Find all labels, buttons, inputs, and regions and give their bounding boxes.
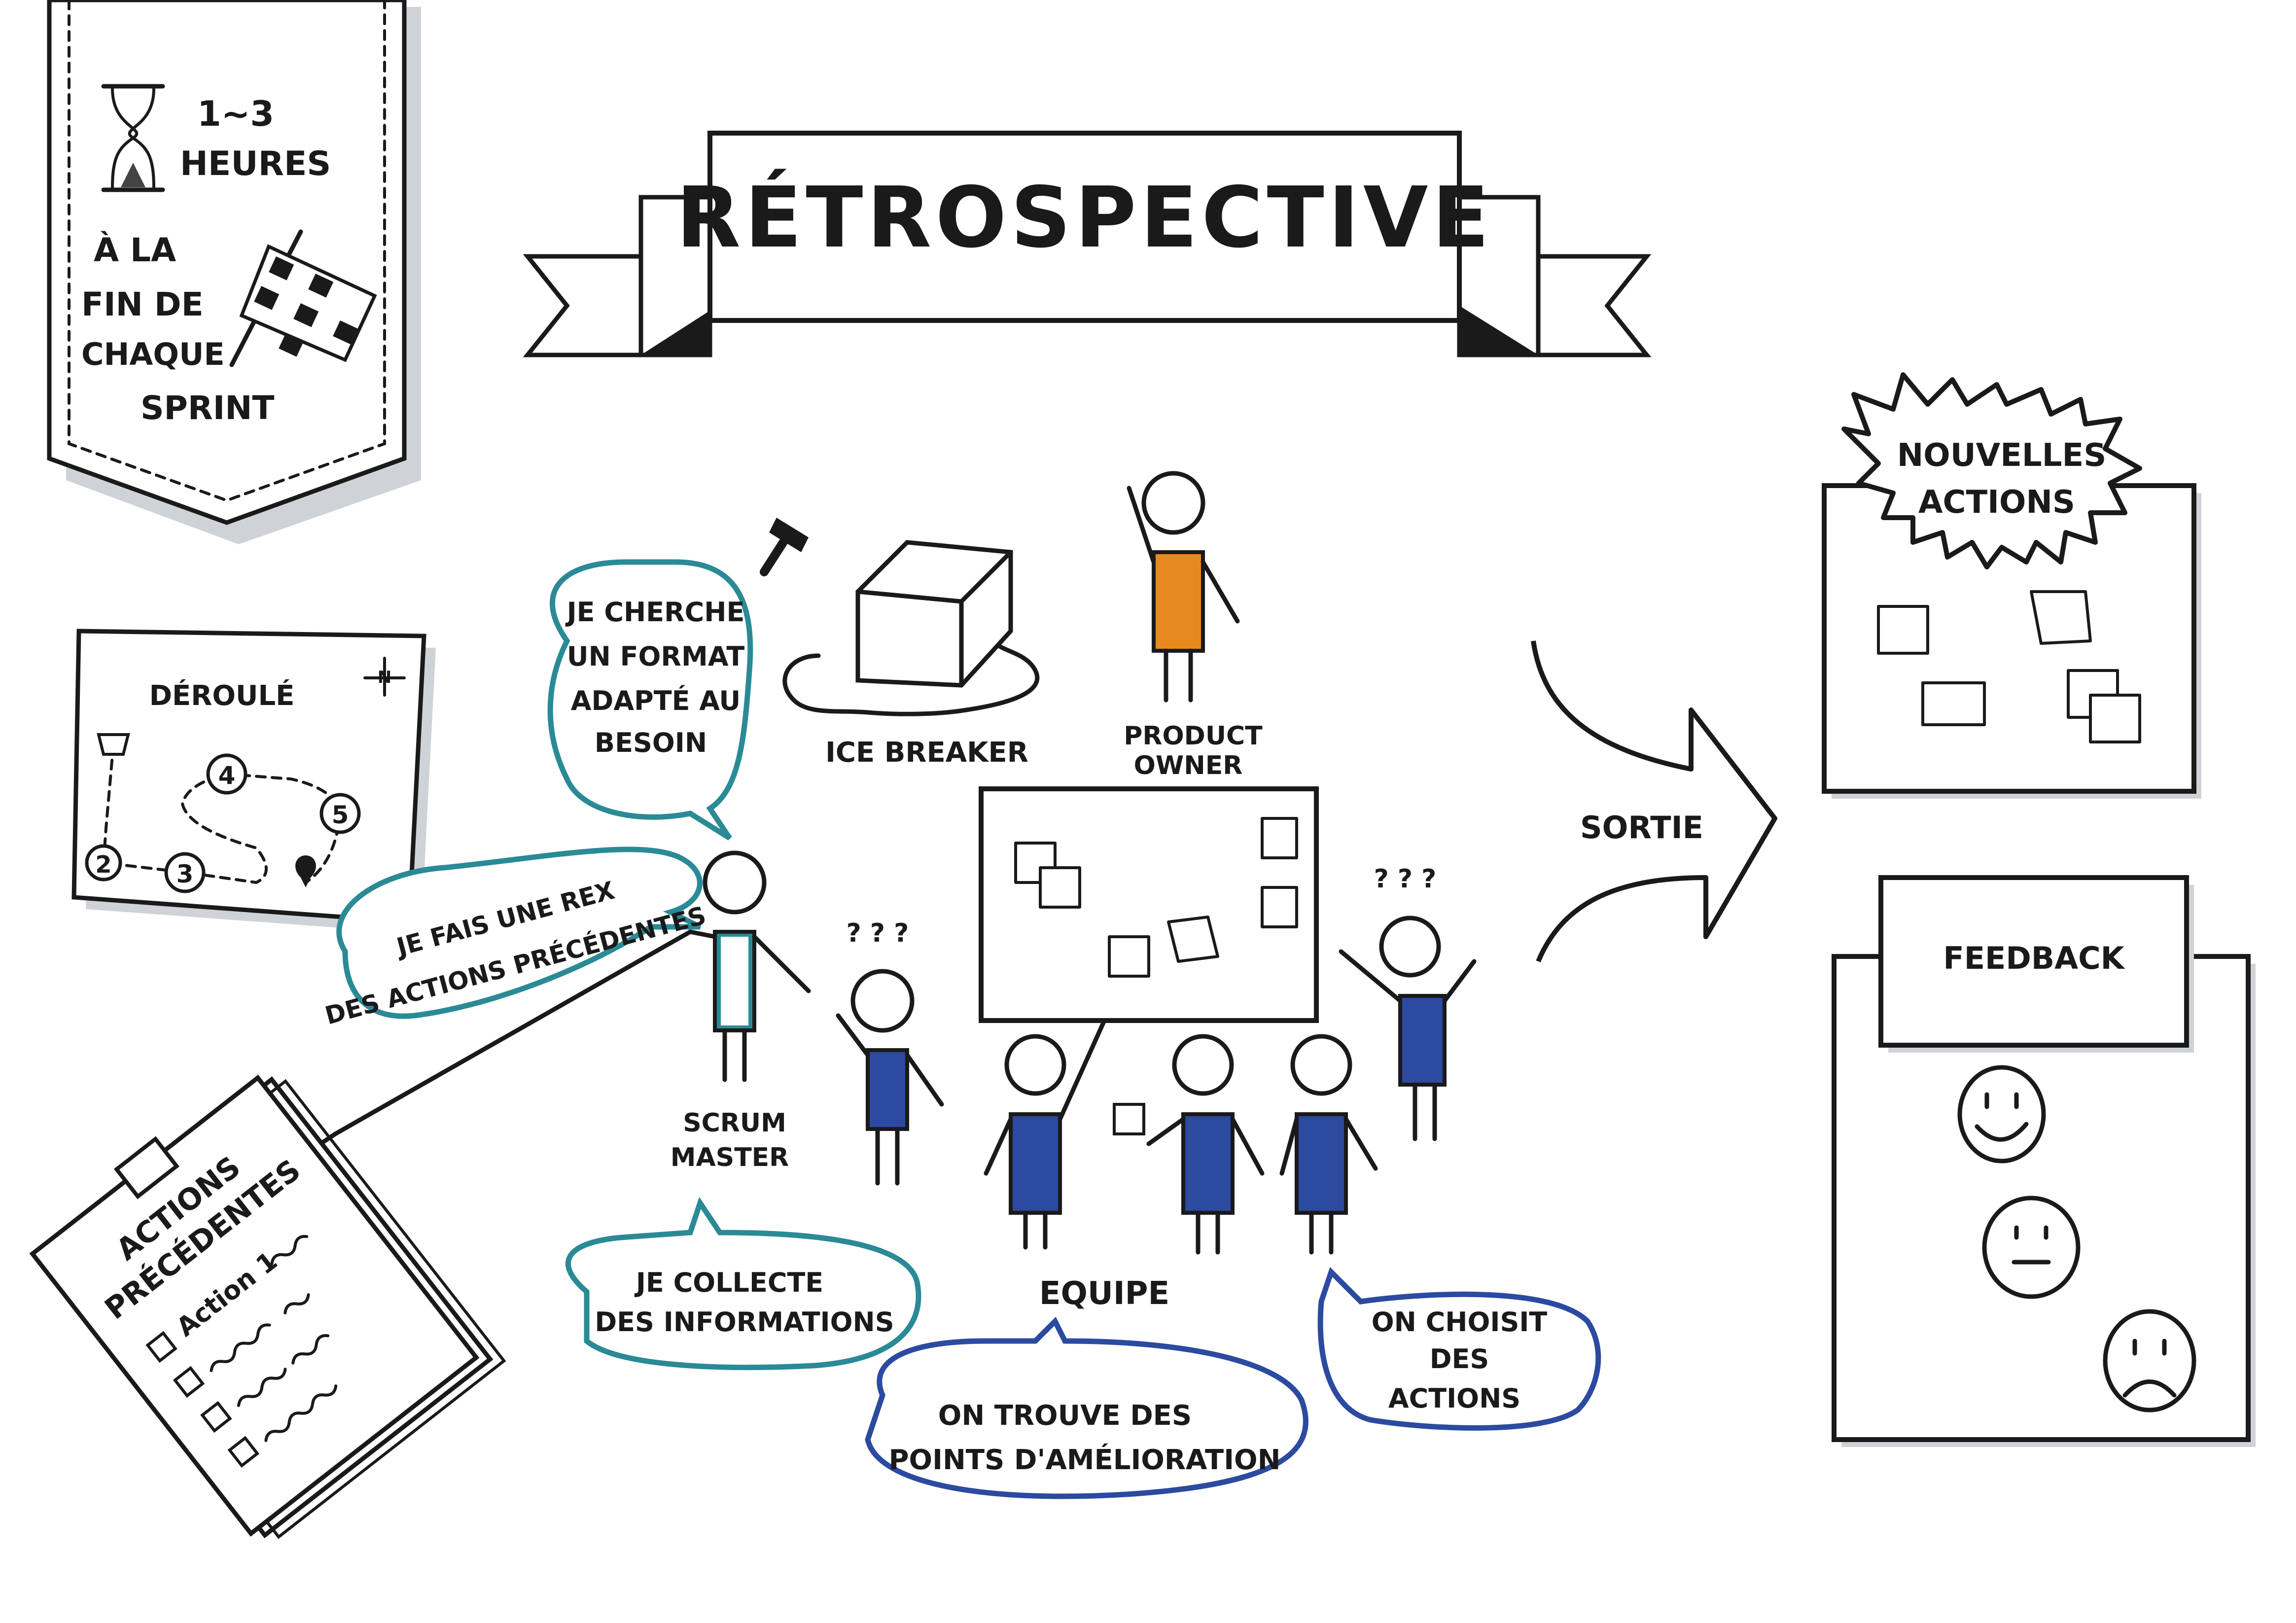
team-member bbox=[1113, 1034, 1265, 1255]
when-line-3: CHAQUE bbox=[81, 336, 225, 372]
svg-text:UN FORMAT: UN FORMAT bbox=[567, 641, 745, 672]
scrum-master-label-1: SCRUM bbox=[683, 1108, 786, 1138]
bubble-choose: ON CHOISIT DES ACTIONS bbox=[1317, 1267, 1601, 1431]
timing-banner: 1~3 HEURES À LA FIN DE CHAQUE SPRINT bbox=[47, 0, 421, 544]
product-owner-label-1: PRODUCT bbox=[1124, 721, 1263, 751]
svg-text:DES: DES bbox=[1430, 1343, 1489, 1375]
svg-text:? ? ?: ? ? ? bbox=[847, 918, 909, 948]
team-member-confused-right: ? ? ? bbox=[1339, 864, 1477, 1141]
team-member bbox=[984, 1018, 1107, 1250]
scrum-master-label-2: MASTER bbox=[671, 1143, 789, 1172]
happy-face-icon bbox=[1957, 1065, 2046, 1164]
bubble-format: JE CHERCHE UN FORMAT ADAPTÉ AU BESOIN bbox=[547, 559, 753, 841]
svg-text:ADAPTÉ AU: ADAPTÉ AU bbox=[571, 685, 741, 716]
product-owner-figure: PRODUCT OWNER bbox=[1124, 471, 1263, 780]
agenda-map: DÉROULÉ N 2 3 4 5 bbox=[71, 629, 436, 934]
svg-text:2: 2 bbox=[95, 851, 111, 879]
when-line-2: FIN DE bbox=[81, 285, 204, 323]
hammer-icon bbox=[760, 518, 809, 576]
compass-icon: N bbox=[363, 657, 406, 697]
duration-unit: HEURES bbox=[180, 144, 331, 183]
feedback-title: FEEDBACK bbox=[1943, 940, 2125, 976]
sad-face-icon bbox=[2103, 1309, 2196, 1412]
bubble-collect: JE COLLECTE DES INFORMATIONS bbox=[565, 1197, 921, 1370]
team-member bbox=[1279, 1034, 1378, 1255]
ice-breaker-label: ICE BREAKER bbox=[825, 737, 1028, 769]
output-arrow: SORTIE bbox=[1531, 640, 1777, 962]
product-owner-label-2: OWNER bbox=[1134, 751, 1243, 780]
svg-text:ACTIONS: ACTIONS bbox=[1388, 1383, 1520, 1414]
map-step: 2 bbox=[85, 844, 122, 882]
feedback-board: FEEDBACK bbox=[1832, 875, 2256, 1447]
svg-text:? ? ?: ? ? ? bbox=[1374, 864, 1437, 894]
map-step: 5 bbox=[319, 793, 361, 834]
team-member-confused-left: ? ? ? bbox=[836, 918, 944, 1186]
new-actions-title-2: ACTIONS bbox=[1918, 484, 2075, 521]
svg-text:ON TROUVE DES: ON TROUVE DES bbox=[938, 1400, 1192, 1432]
team-label: EQUIPE bbox=[1039, 1275, 1170, 1312]
bubble-improve: ON TROUVE DES POINTS D'AMÉLIORATION bbox=[865, 1316, 1308, 1499]
map-title: DÉROULÉ bbox=[149, 679, 295, 712]
when-line-4: SPRINT bbox=[141, 389, 275, 427]
new-actions-board: NOUVELLES ACTIONS bbox=[1822, 372, 2201, 799]
when-line-1: À LA bbox=[94, 231, 176, 269]
svg-text:5: 5 bbox=[332, 801, 349, 829]
svg-text:DES INFORMATIONS: DES INFORMATIONS bbox=[595, 1306, 894, 1338]
duration-value: 1~3 bbox=[197, 94, 274, 134]
svg-text:3: 3 bbox=[177, 860, 194, 888]
scrum-master-figure: SCRUM MASTER bbox=[318, 850, 811, 1172]
page-title: RÉTROSPECTIVE bbox=[676, 169, 1493, 267]
map-step: 4 bbox=[206, 753, 247, 795]
svg-text:BESOIN: BESOIN bbox=[595, 727, 707, 758]
location-pin-icon bbox=[295, 855, 316, 887]
title-ribbon: RÉTROSPECTIVE bbox=[523, 131, 1652, 357]
checkered-flag-icon bbox=[229, 229, 377, 367]
hourglass-icon bbox=[101, 84, 165, 192]
svg-text:POINTS D'AMÉLIORATION: POINTS D'AMÉLIORATION bbox=[888, 1444, 1280, 1476]
svg-text:4: 4 bbox=[218, 761, 236, 790]
map-step: 3 bbox=[164, 852, 206, 893]
svg-text:JE CHERCHE: JE CHERCHE bbox=[565, 597, 745, 628]
svg-text:JE COLLECTE: JE COLLECTE bbox=[634, 1267, 823, 1298]
previous-actions-clipboard: ACTIONS PRÉCÉDENTES Action 1 bbox=[29, 1074, 506, 1539]
new-actions-title-1: NOUVELLES bbox=[1897, 437, 2107, 474]
svg-text:ON CHOISIT: ON CHOISIT bbox=[1372, 1306, 1548, 1338]
ice-breaker: ICE BREAKER bbox=[760, 518, 1040, 769]
neutral-face-icon bbox=[1982, 1196, 2081, 1299]
team-whiteboard bbox=[979, 786, 1319, 1023]
output-label: SORTIE bbox=[1580, 810, 1703, 846]
